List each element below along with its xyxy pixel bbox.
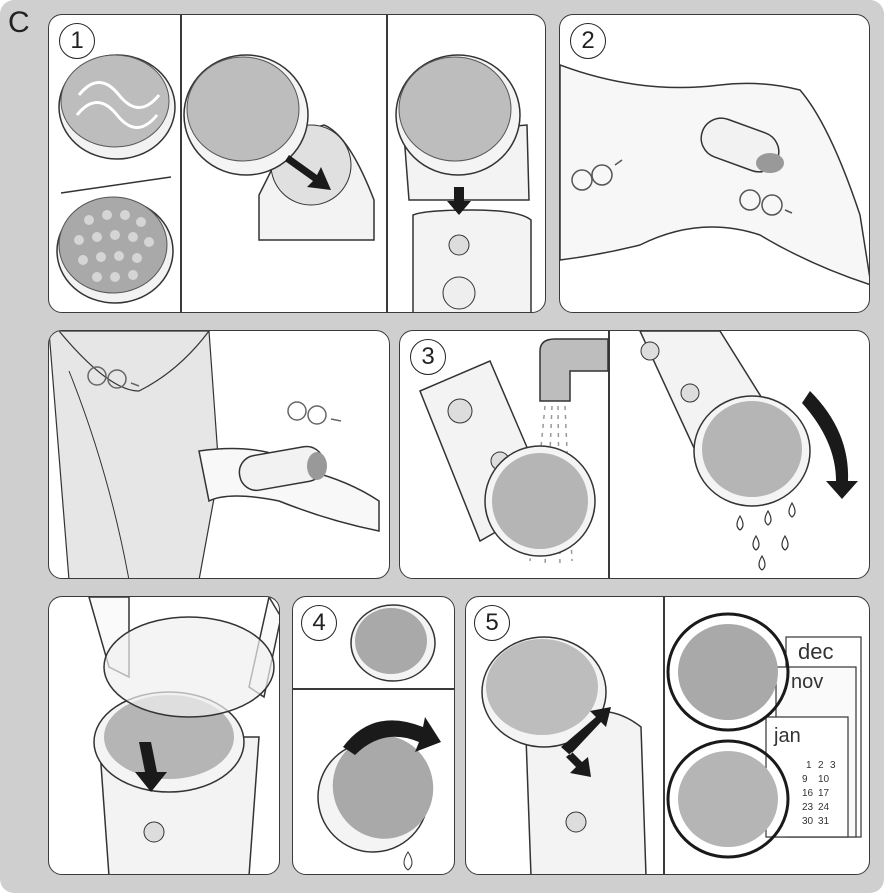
calendar-date: 2 [818,759,824,773]
water-drop-icon [737,503,795,570]
panel-body-use [48,330,390,579]
calendar-date: 24 [818,801,829,815]
step-number: 2 [570,23,606,59]
calendar-month-jan: jan [774,725,801,748]
step-1-illustration [49,15,546,313]
calendar-date: 17 [818,787,829,801]
step-number: 1 [59,23,95,59]
calendar-date: 3 [830,759,836,773]
water-drop-icon [404,852,412,870]
calendar-date: 16 [802,787,813,801]
step-2-illustration [560,15,870,313]
body-use-illustration [49,331,390,579]
brush-head-icon [694,396,810,506]
panel-cap [48,596,280,875]
section-letter: C [8,6,30,40]
brush-head-icon [485,446,595,556]
faucet-icon [540,339,608,401]
panel-step-5: dec nov jan 1 2 3 9 10 16 17 23 24 30 31… [465,596,870,875]
calendar-date: 23 [802,801,813,815]
brush-head-icon [57,197,173,303]
step-number: 3 [410,339,446,375]
cap-illustration [49,597,280,875]
calendar-date: 10 [818,773,829,787]
panel-step-4: 4 [292,596,455,875]
panel-step-2: 2 [559,14,870,313]
step-3-illustration [400,331,870,579]
brush-head-icon [396,55,520,175]
calendar-month-dec: dec [798,639,833,665]
step-number: 4 [301,605,337,641]
panel-step-3: 3 [399,330,870,579]
step-number: 5 [474,605,510,641]
panel-step-1: 1 [48,14,546,313]
calendar-date: 9 [802,773,808,787]
brush-head-icon [351,605,435,681]
brush-head-icon [668,614,788,730]
brush-head-icon [59,55,175,159]
calendar-date: 30 [802,815,813,829]
calendar-date: 31 [818,815,829,829]
calendar-month-nov: nov [791,671,823,694]
brush-head-icon [668,741,788,857]
calendar-date: 1 [806,759,812,773]
